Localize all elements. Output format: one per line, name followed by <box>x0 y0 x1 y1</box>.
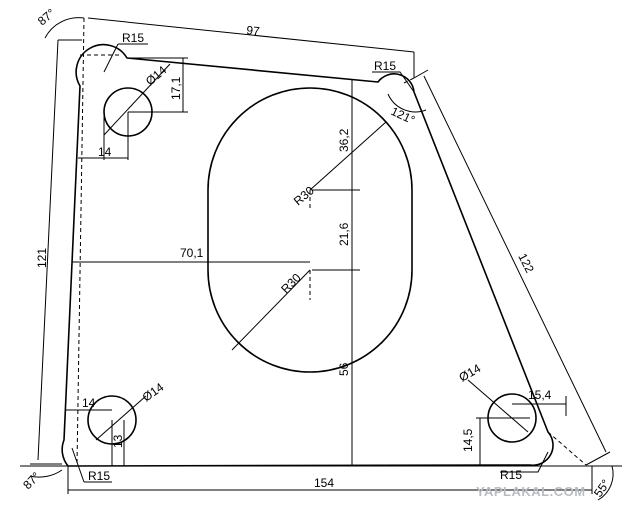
construction-lines <box>76 17 587 466</box>
dim-36-2: 36,2 <box>337 128 351 152</box>
dimension-texts: 97 87° R15 R15 121° Ø14 17,1 14 36,2 R30… <box>20 6 613 500</box>
dim-17-1: 17,1 <box>169 76 183 100</box>
dim-14-5: 14,5 <box>461 428 475 452</box>
dim-14-top: 14 <box>98 145 112 159</box>
dimension-lines <box>20 17 622 501</box>
plate-outline <box>61 43 554 467</box>
dim-r15-top-left: R15 <box>122 31 144 45</box>
dim-d14-bottom-left: Ø14 <box>140 380 167 405</box>
dim-r30-bottom: R30 <box>278 270 304 296</box>
dim-r15-bottom-left: R15 <box>88 469 110 483</box>
dim-97: 97 <box>246 23 261 38</box>
dim-r15-top-right: R15 <box>374 59 396 73</box>
dim-d14-top: Ø14 <box>143 63 170 89</box>
dim-87-bottom: 87° <box>20 469 43 492</box>
dim-121-left: 121 <box>35 248 49 268</box>
dim-14-bottom: 14 <box>82 396 96 410</box>
dim-21-6: 21,6 <box>337 222 351 246</box>
watermark: YAPLAKAL.COM <box>476 484 586 499</box>
dim-121-angle: 121° <box>389 104 418 127</box>
dim-56: 56 <box>337 362 351 376</box>
central-slot <box>207 87 413 373</box>
dim-70-1: 70,1 <box>180 246 204 260</box>
dim-15-4: 15,4 <box>528 388 552 402</box>
dim-55: 55° <box>591 477 613 500</box>
dim-87-top: 87° <box>35 6 58 29</box>
dim-13: 13 <box>111 434 125 448</box>
dim-r15-bottom-right: R15 <box>500 468 522 482</box>
dim-154: 154 <box>314 476 334 490</box>
